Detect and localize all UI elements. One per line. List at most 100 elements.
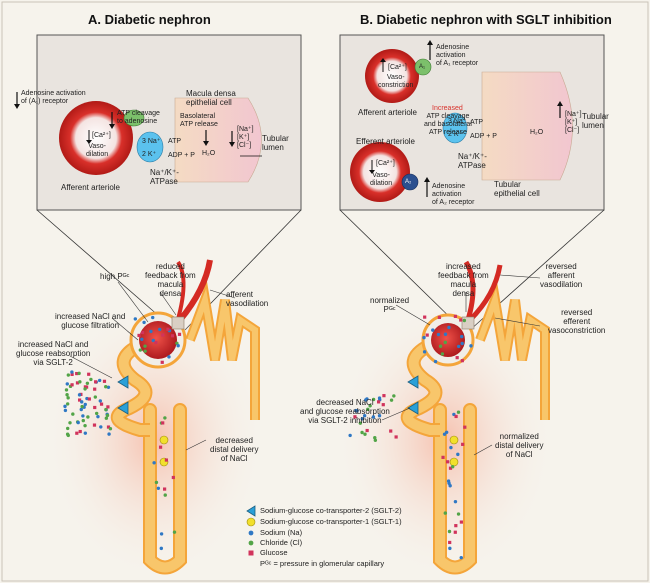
sodium-particle (348, 433, 352, 438)
label-reversed-afferent: reversed afferent vasodilation (540, 262, 583, 289)
chloride-particle (450, 465, 455, 469)
inset-b-adenosine-top: Adenosine activation of A₁ receptor (436, 44, 479, 67)
chloride-particle (93, 395, 98, 399)
glucose-particle (84, 385, 89, 389)
inset-a-adenosine: Adenosine activation of (A₁) receptor (21, 90, 86, 105)
afferent-arteriole-a (59, 101, 133, 175)
glucose-particle (437, 315, 441, 319)
sglt1-marker (449, 457, 459, 467)
chloride-particle (81, 418, 85, 423)
chloride-particle (366, 407, 370, 412)
sodium-particle (448, 546, 452, 551)
chloride-particle (447, 529, 452, 534)
inset-b-a1: A₁ (419, 64, 426, 70)
glucose-particle (453, 314, 458, 318)
sodium-particle (81, 414, 85, 418)
label-normalized-distal: normalized distal delivery of NaCl (495, 432, 544, 459)
sodium-particle (159, 546, 164, 551)
chloride-particle (66, 396, 70, 400)
sodium-particle (360, 417, 365, 421)
glucose-particle (445, 460, 450, 464)
chloride-particle (363, 432, 367, 436)
glucose-particle (166, 327, 170, 331)
inset-a-basolateral: Basolateral ATP release (180, 113, 218, 128)
chloride-particle (83, 387, 87, 391)
sodium-particle (80, 400, 84, 404)
sodium-particle (140, 337, 144, 341)
label-increased-filtration: increased NaCl and glucose filtration (55, 312, 126, 330)
glucose-particle (353, 415, 357, 419)
inset-a-atp-cleavage: ATP cleavage to adenosine (117, 110, 160, 125)
sodium-particle (456, 344, 461, 349)
chloride-particle (163, 416, 167, 420)
chloride-particle (392, 394, 396, 398)
sodium-particle (442, 432, 447, 436)
chloride-particle (143, 344, 147, 348)
glucose-particle (93, 405, 97, 410)
inset-b-vasodilation: Vaso- dilation (370, 172, 393, 187)
label-increased-feedback: increased feedback from macula densa (438, 262, 489, 298)
glucose-particle (106, 425, 111, 429)
chloride-particle (66, 426, 70, 431)
sodium-particle (371, 415, 376, 419)
glucose-particle (93, 387, 97, 391)
inset-a-tubular-lumen: Tubular lumen (262, 134, 289, 152)
sodium-particle (431, 328, 435, 332)
sodium-particle (65, 382, 69, 386)
label-arrows (69, 274, 541, 456)
legend-symbols (246, 505, 256, 556)
chloride-particle (85, 381, 90, 385)
label-normalized-pgc: normalized Pᴳᶜ (370, 296, 410, 314)
inset-a-h2o: H₂O (202, 150, 216, 157)
chloride-particle (66, 373, 71, 377)
panel-b-title: B. Diabetic nephron with SGLT inhibition (360, 12, 612, 27)
sglt2-marker (407, 375, 419, 389)
glucose-particle (137, 333, 141, 338)
chloride-particle (440, 352, 445, 356)
efferent-arteriole-b (350, 142, 410, 202)
sglt2-marker (117, 375, 129, 389)
inset-b-k2: 2 K⁺ (448, 131, 463, 138)
glucose-particle (160, 360, 164, 364)
glucose-particle (87, 397, 91, 401)
glucose-particle (140, 330, 145, 335)
legend-sodium: Sodium (Na) (260, 528, 303, 537)
chloride-particle (77, 371, 81, 376)
glucose-particle (365, 428, 369, 433)
inset-b-tubular-lumen: Tubular lumen (582, 112, 609, 130)
chloride-particle (368, 404, 372, 408)
sodium-particle (364, 398, 368, 402)
inset-a-atp: ATP (168, 138, 182, 145)
chloride-particle (462, 318, 467, 323)
afferent-arteriole-b (365, 49, 419, 103)
sodium-particle (158, 327, 162, 332)
sodium-particle (167, 355, 171, 359)
chloride-particle (104, 416, 109, 420)
glucose-particle (448, 466, 453, 470)
sodium-particle (460, 334, 464, 339)
chloride-particle (443, 511, 448, 515)
glucose-particle (425, 333, 429, 337)
glucose-particle (87, 372, 91, 376)
sodium-particle (77, 393, 82, 397)
glucose-particle (77, 398, 82, 402)
chloride-particle (104, 385, 108, 389)
glucose-particle (161, 333, 165, 337)
sodium-particle (149, 329, 153, 334)
glucose-particle (158, 445, 163, 449)
sodium-particle (83, 431, 88, 435)
glucose-particle (177, 332, 182, 336)
sodium-particle (83, 402, 87, 407)
sodium-particle (133, 317, 138, 321)
chloride-particle (83, 423, 87, 428)
inset-b-atp: ATP (470, 119, 484, 126)
label-high-pgc: high Pᴳᶜ (100, 272, 130, 281)
sodium-particle (151, 338, 155, 343)
sglt2-marker (407, 401, 419, 415)
inset-b-adenosine-bottom: Adenosine activation of A₂ receptor (432, 183, 475, 206)
inset-b-afferent-label: Afferent arteriole (358, 108, 417, 117)
glucose-particle (376, 400, 381, 404)
chloride-particle (172, 530, 177, 534)
sodium-particle (447, 325, 451, 330)
glucose-particle (163, 487, 167, 491)
